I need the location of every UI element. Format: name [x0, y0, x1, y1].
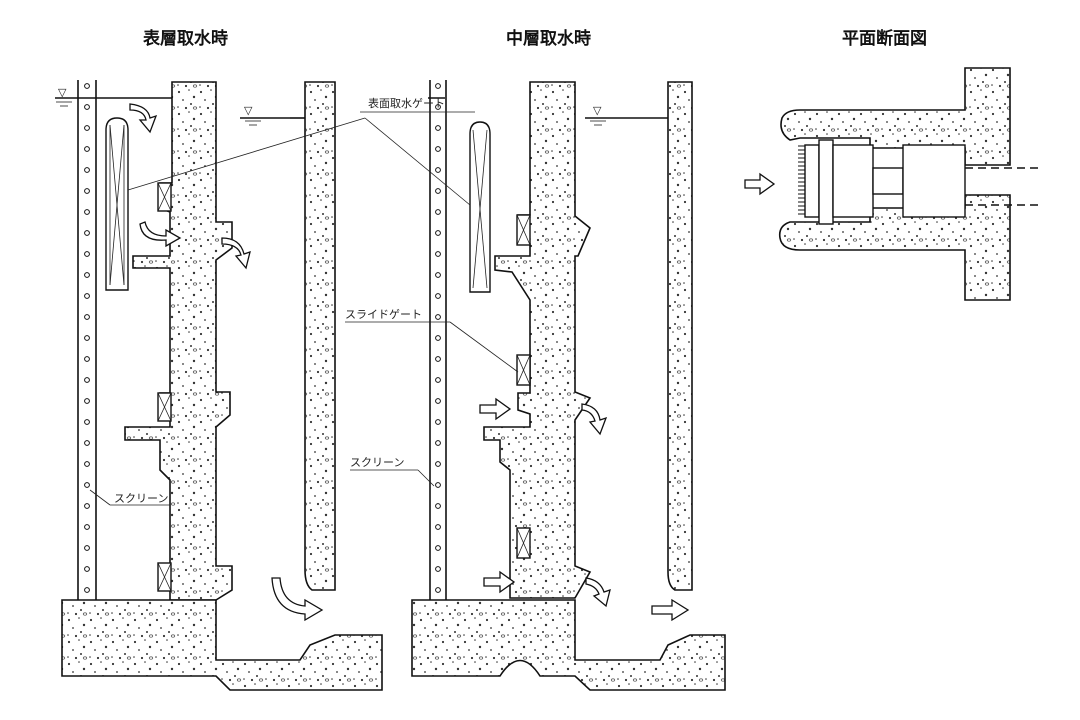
screen-hole: [435, 104, 441, 110]
screen-hole: [84, 377, 90, 383]
leader-screen-mid: [417, 469, 435, 487]
screen-hole: [84, 293, 90, 299]
screen-hole: [435, 545, 441, 551]
screen-middle: [429, 80, 447, 600]
screen-hole: [84, 545, 90, 551]
screen-hole: [435, 524, 441, 530]
flow-arrow-6: [581, 403, 608, 436]
screen-hole: [435, 587, 441, 593]
screen-hole: [435, 125, 441, 131]
screen-hole: [435, 209, 441, 215]
screen-hole: [435, 188, 441, 194]
base-left: [61, 599, 383, 691]
screen-hole: [435, 461, 441, 467]
flow-arrow-7: [483, 570, 516, 594]
leader-screen-left: [89, 489, 111, 506]
screen-hole: [435, 272, 441, 278]
screen-hole: [84, 251, 90, 257]
screen-hole: [435, 83, 441, 89]
water-level-symbol-left2: ▽: [244, 104, 253, 117]
screen-hole: [84, 482, 90, 488]
water-level-symbol-mid: ▽: [593, 104, 602, 117]
surface-intake-section: ▽: [55, 80, 383, 691]
screen-hole: [435, 167, 441, 173]
screen-hole: [435, 419, 441, 425]
plan-conduit: [872, 167, 904, 195]
screen-hole: [435, 377, 441, 383]
screen-hole: [84, 356, 90, 362]
plan-slide-gate: [818, 139, 834, 225]
screen-hole: [84, 314, 90, 320]
screen-hole: [435, 293, 441, 299]
outlet-wall-left: [304, 81, 336, 591]
screen-hole: [84, 146, 90, 152]
screen-hole: [84, 125, 90, 131]
leader-slide-gate: [449, 321, 519, 373]
screen-hole: [84, 524, 90, 530]
middle-intake-section: ▽ ▽: [127, 80, 726, 691]
screen-hole: [84, 209, 90, 215]
screen-hole: [84, 230, 90, 236]
screen-hole: [84, 167, 90, 173]
screen-hole: [84, 566, 90, 572]
title-surface-intake: 表層取水時: [143, 29, 228, 49]
screen-left: [77, 80, 97, 600]
title-middle-intake: 中層取水時: [506, 29, 591, 49]
flow-arrow-3: [221, 237, 251, 270]
flow-arrow-4: [271, 577, 324, 622]
label-screen-left: スクリーン: [114, 492, 168, 505]
plan-intake-gate: [832, 144, 874, 218]
screen-hole: [435, 335, 441, 341]
plan-flow-arrow: [744, 172, 776, 196]
screen-hole: [84, 461, 90, 467]
screen-hole: [84, 419, 90, 425]
screen-hole: [435, 482, 441, 488]
screen-hole: [435, 314, 441, 320]
flow-arrow-8: [585, 577, 611, 608]
flow-arrow-2: [139, 221, 182, 248]
flow-arrow-1: [129, 103, 158, 134]
leader-surface-gate-mid: [364, 117, 471, 206]
title-plan-section: 平面断面図: [842, 29, 927, 49]
label-screen-mid: スクリーン: [350, 456, 404, 469]
flow-arrow-9: [651, 598, 690, 622]
tower-wall-middle: [483, 81, 592, 599]
screen-hole: [435, 230, 441, 236]
surface-intake-gate: [105, 117, 129, 291]
water-level-symbol: ▽: [58, 86, 67, 99]
screen-hole: [84, 440, 90, 446]
screen-hole: [435, 251, 441, 257]
base-middle: [411, 599, 726, 691]
screen-hole: [84, 587, 90, 593]
screen-hole: [84, 188, 90, 194]
screen-hole: [435, 356, 441, 362]
screen-hole: [435, 146, 441, 152]
plan-screen-frame: [804, 144, 820, 218]
screen-hole: [84, 503, 90, 509]
surface-intake-gate-middle: [469, 121, 491, 293]
plan-wall-bottom: [778, 194, 1011, 301]
screen-hole: [84, 83, 90, 89]
screen-hole: [84, 335, 90, 341]
plan-section: [744, 67, 1040, 301]
screen-hole: [435, 566, 441, 572]
screen-hole: [435, 440, 441, 446]
screen-hole: [435, 398, 441, 404]
screen-hole: [435, 503, 441, 509]
label-surface-gate: 表面取水ゲート: [368, 96, 445, 110]
plan-screen: [798, 145, 805, 215]
screen-hole: [84, 398, 90, 404]
screen-hole: [84, 104, 90, 110]
outlet-wall-middle: [667, 81, 693, 591]
flow-arrow-5: [479, 397, 512, 421]
label-slide-gate: スライドゲート: [345, 308, 422, 321]
plan-chamber: [902, 144, 966, 218]
leader-surface-gate-left: [127, 117, 366, 191]
screen-hole: [84, 272, 90, 278]
tower-wall-left: [124, 81, 233, 601]
